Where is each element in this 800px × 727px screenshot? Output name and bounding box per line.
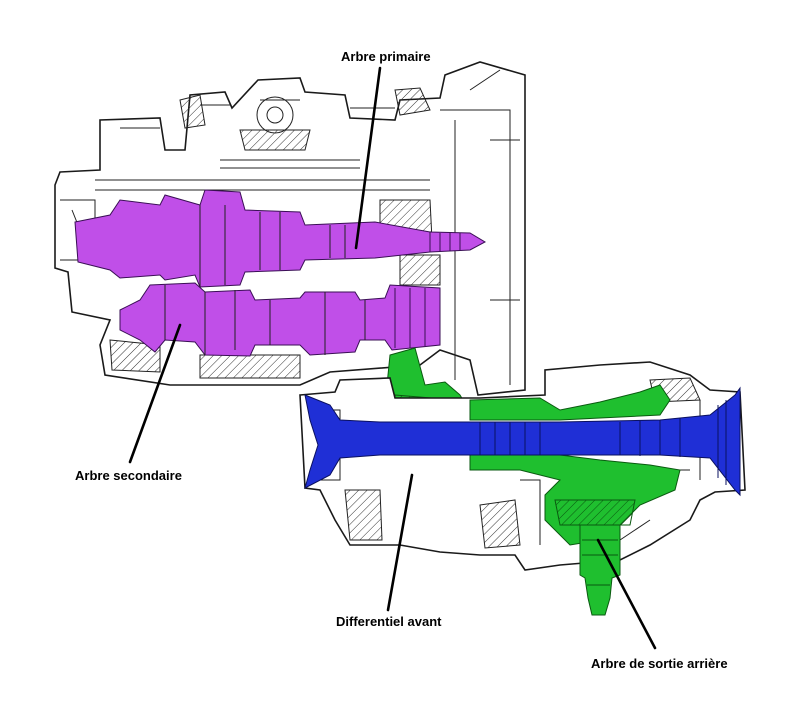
rear-output-shaft-label: Arbre de sortie arrière xyxy=(591,656,728,671)
secondary-shaft-label: Arbre secondaire xyxy=(75,468,182,483)
drive-shaft xyxy=(304,386,741,497)
secondary-shaft xyxy=(119,282,441,357)
front-differential-label: Differentiel avant xyxy=(336,614,442,629)
primary-shaft-label: Arbre primaire xyxy=(341,49,431,64)
primary-shaft xyxy=(74,189,487,288)
secondary-shaft-leader xyxy=(128,323,182,464)
rear-output-shaft xyxy=(579,524,621,616)
primary-shaft-leader xyxy=(354,66,382,250)
rear-output-shaft-leader xyxy=(596,538,657,650)
front-differential-leader xyxy=(386,473,414,612)
